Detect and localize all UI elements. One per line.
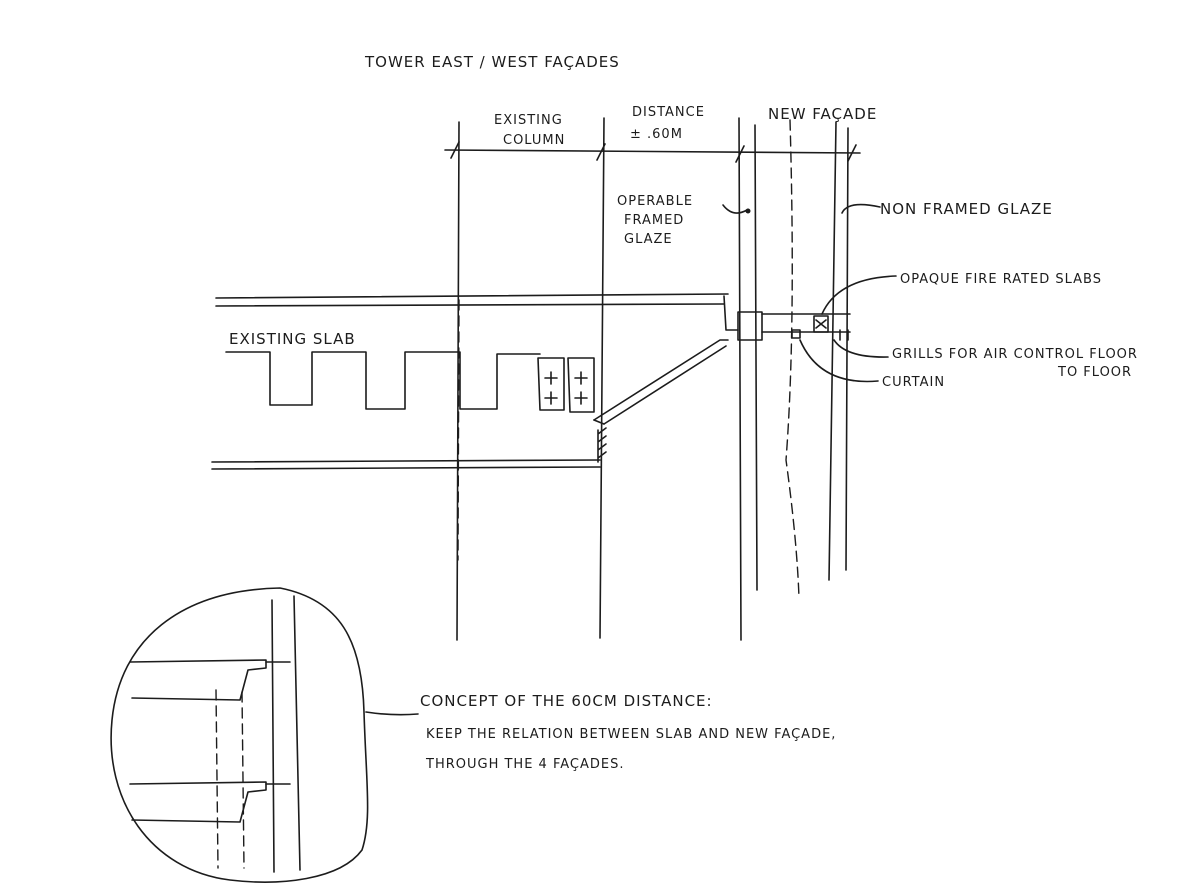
facade-node (737, 311, 851, 341)
leader-operable (722, 204, 748, 214)
drawing-title: TOWER EAST / WEST FAÇADES (364, 53, 620, 71)
label-existing-slab: EXISTING SLAB (229, 330, 356, 348)
existing-column (456, 117, 605, 641)
steel-profiles (537, 357, 595, 413)
label-distance-2: ± .60M (630, 127, 683, 142)
label-operable-2: FRAMED (624, 213, 684, 228)
label-non-framed-glaze: NON FRAMED GLAZE (880, 200, 1053, 218)
label-operable-1: OPERABLE (617, 194, 693, 209)
label-opaque-fire-rated: OPAQUE FIRE RATED SLABS (900, 272, 1102, 287)
leader-grills (833, 339, 889, 358)
concept-note-line-1: CONCEPT OF THE 60CM DISTANCE: (420, 692, 713, 710)
leader-curtain (799, 339, 879, 383)
new-facade-lines (738, 117, 849, 641)
leader-non-framed (841, 203, 881, 214)
facade-bracket (593, 339, 729, 463)
existing-slab (211, 293, 739, 470)
label-existing-column-1: EXISTING (494, 113, 563, 128)
label-operable-3: GLAZE (624, 232, 673, 247)
leader-concept (365, 711, 419, 716)
label-grills-1: GRILLS FOR AIR CONTROL FLOOR (892, 347, 1138, 362)
label-grills-2: TO FLOOR (1057, 365, 1132, 380)
label-existing-column-2: COLUMN (503, 133, 565, 148)
concept-note-line-2: KEEP THE RELATION BETWEEN SLAB AND NEW F… (426, 727, 836, 742)
leader-dot (745, 208, 751, 214)
label-new-facade: NEW FAÇADE (768, 105, 877, 123)
concept-detail-circle (110, 587, 369, 883)
label-curtain: CURTAIN (882, 375, 945, 390)
concept-note-line-3: THROUGH THE 4 FAÇADES. (425, 757, 624, 772)
label-distance-1: DISTANCE (632, 105, 705, 120)
leader-opaque (821, 275, 897, 315)
